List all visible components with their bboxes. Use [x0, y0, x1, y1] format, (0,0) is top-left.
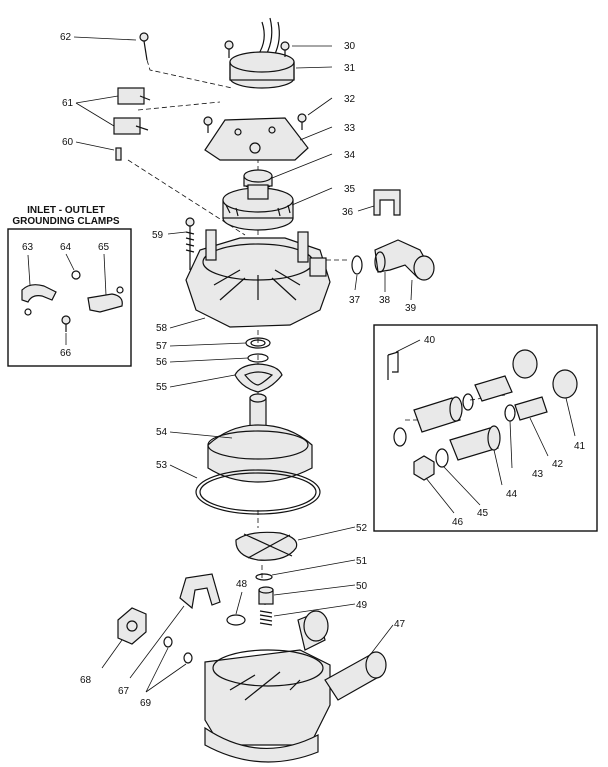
part-label: 32 — [344, 94, 356, 105]
part-label: 43 — [532, 469, 544, 480]
part-label: 37 — [349, 295, 361, 306]
lower-valve-body — [204, 610, 387, 763]
part-label: 30 — [344, 41, 356, 52]
part-label: 35 — [344, 184, 356, 195]
clip-67 — [179, 573, 221, 610]
inset-title-line1: INLET - OUTLET — [27, 205, 105, 216]
rotor-disk — [207, 393, 313, 483]
part-label: 60 — [62, 137, 74, 148]
spring-49 — [259, 610, 273, 626]
part-labels: 30 31 32 33 34 35 36 37 38 39 40 41 42 4… — [22, 32, 586, 709]
long-bolt — [185, 217, 195, 270]
part-label: 49 — [356, 600, 368, 611]
o-ring-51 — [255, 573, 273, 581]
part-label: 47 — [394, 619, 406, 630]
screw-62 — [139, 32, 149, 61]
o-rings-69 — [163, 636, 193, 664]
leader-lines — [27, 36, 576, 693]
part-label: 65 — [98, 242, 110, 253]
part-label: 52 — [356, 523, 368, 534]
switches-61 — [113, 87, 151, 135]
part-label: 46 — [452, 517, 464, 528]
part-label: 67 — [118, 686, 130, 697]
part-label: 42 — [552, 459, 564, 470]
part-label: 45 — [477, 508, 489, 519]
gasket-55 — [234, 363, 283, 393]
elbow-fitting — [374, 239, 435, 281]
part-label: 66 — [60, 348, 72, 359]
elbow-clip — [373, 189, 401, 216]
motor-screw — [224, 40, 234, 58]
o-ring-37 — [351, 255, 363, 275]
part-label: 34 — [344, 150, 356, 161]
cover-screws — [203, 113, 307, 133]
part-label: 55 — [156, 382, 168, 393]
part-label: 48 — [236, 579, 248, 590]
valve-body — [185, 229, 331, 328]
part-label: 31 — [344, 63, 356, 74]
part-label: 41 — [574, 441, 586, 452]
part-label: 39 — [405, 303, 417, 314]
inset-title-line2: GROUNDING CLAMPS — [12, 216, 120, 227]
part-label: 63 — [22, 242, 34, 253]
motor — [229, 17, 295, 89]
grounding-clamps-inset — [7, 228, 132, 367]
part-label: 57 — [156, 341, 168, 352]
part-label: 50 — [356, 581, 368, 592]
part-label: 64 — [60, 242, 72, 253]
part-label: 53 — [156, 460, 168, 471]
bypass-fittings-inset — [373, 324, 598, 532]
assembly-guide-lines — [127, 59, 506, 608]
seal-disk-52 — [235, 531, 298, 561]
part-label: 69 — [140, 698, 152, 709]
part-label: 61 — [62, 98, 74, 109]
part-label: 54 — [156, 427, 168, 438]
part-label: 58 — [156, 323, 168, 334]
part-label: 38 — [379, 295, 391, 306]
washer-48 — [226, 614, 246, 626]
part-label: 59 — [152, 230, 164, 241]
part-label: 68 — [80, 675, 92, 686]
part-label: 62 — [60, 32, 72, 43]
motor-screw-right — [280, 41, 290, 57]
part-label: 51 — [356, 556, 368, 567]
cap-68 — [117, 607, 147, 645]
cam-gear — [222, 184, 294, 231]
sleeve-50 — [258, 586, 274, 605]
part-label: 56 — [156, 357, 168, 368]
part-label: 33 — [344, 123, 356, 134]
pin-60 — [115, 147, 122, 161]
part-label: 40 — [424, 335, 436, 346]
motor-mounting-plate — [204, 117, 309, 161]
part-label: 44 — [506, 489, 518, 500]
o-ring-53 — [195, 469, 321, 515]
part-label: 36 — [342, 207, 354, 218]
